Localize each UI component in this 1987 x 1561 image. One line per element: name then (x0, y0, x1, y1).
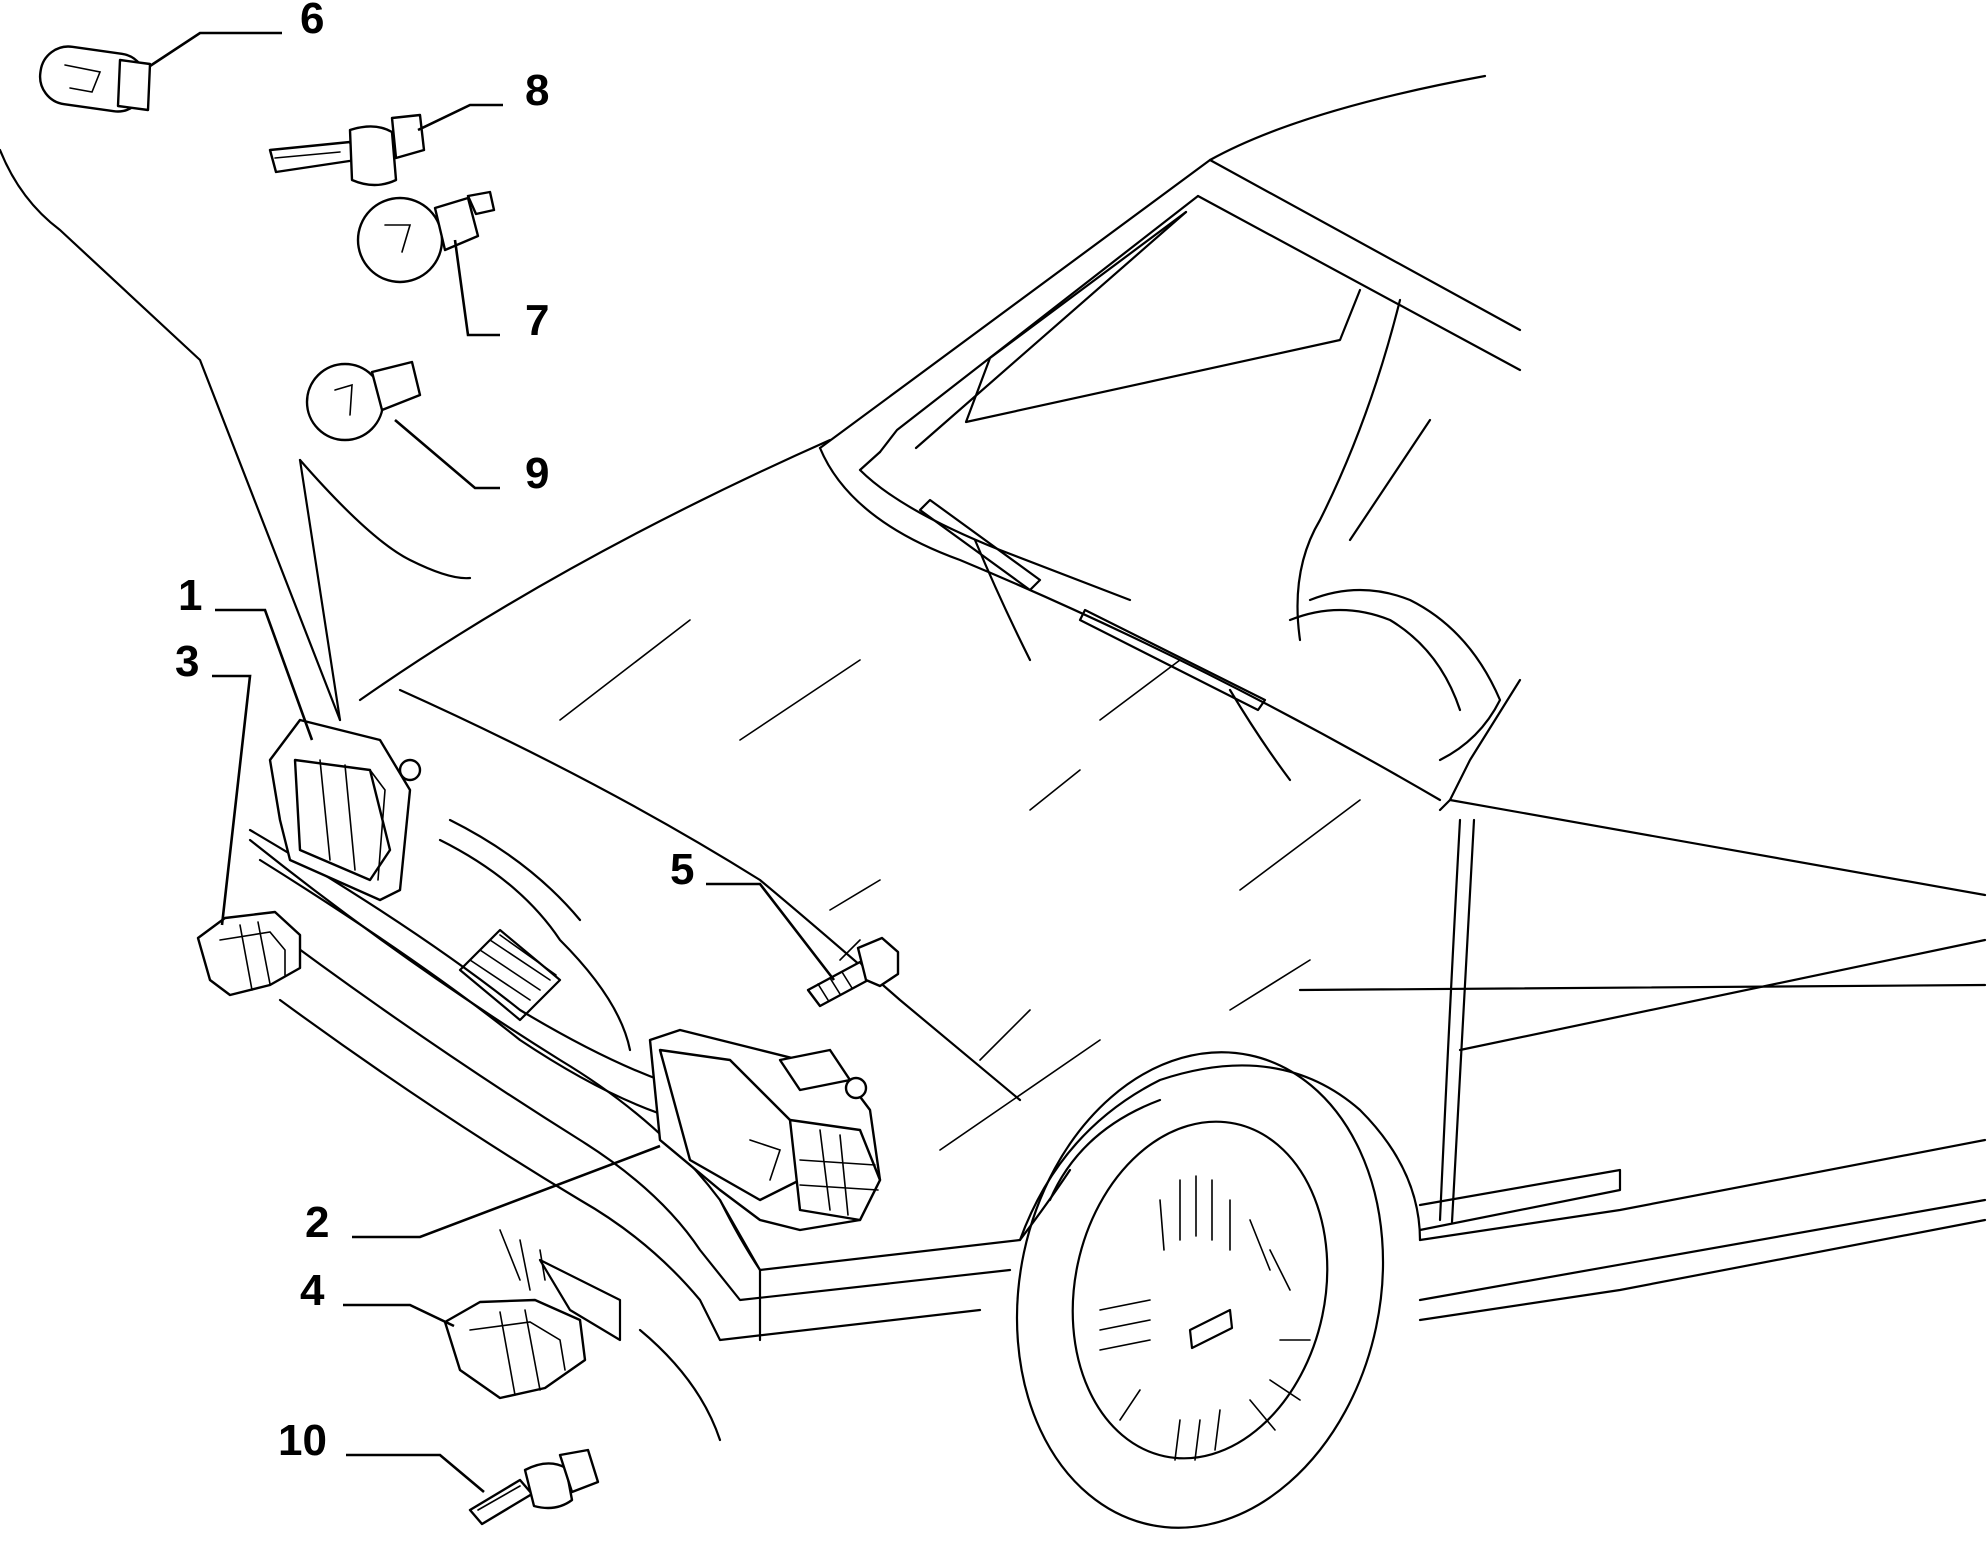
bumper-slots (499, 1229, 546, 1291)
leader-5 (706, 882, 836, 981)
a-pillar (1296, 298, 1402, 642)
hood-highlight-9 (829, 879, 881, 911)
part-adjuster-screw[interactable] (806, 936, 900, 1008)
hood-highlight-2 (739, 659, 861, 741)
leader-10 (346, 1453, 485, 1493)
part-festoon-bulb[interactable] (36, 43, 152, 115)
harness-wire-1 (0, 148, 342, 722)
leader-lines (149, 31, 836, 1493)
cowl-inner (858, 450, 1132, 602)
hood-highlight-7 (939, 1039, 1101, 1151)
sill-front (1418, 1168, 1622, 1232)
callout-9: 9 (525, 449, 549, 498)
hood-highlight-3 (1029, 769, 1081, 811)
leader-9 (394, 419, 500, 490)
body-crease (1458, 938, 1987, 1052)
part-right-headlamp[interactable] (648, 1028, 882, 1232)
leader-8 (417, 103, 503, 132)
callout-labels: 1 2 3 4 5 6 7 8 9 10 (175, 0, 694, 1465)
part-halogen-bulb-h1[interactable] (468, 1448, 600, 1526)
grille-top (248, 828, 692, 1092)
callout-3: 3 (175, 637, 199, 686)
leader-3 (212, 674, 252, 926)
wheel-cover (1071, 1120, 1329, 1460)
hub-emblem (1188, 1308, 1234, 1350)
sill-bottom (1418, 1198, 1987, 1302)
callout-10: 10 (278, 1416, 327, 1465)
body-side-line (1298, 983, 1987, 992)
roof-edge (1208, 158, 1522, 332)
mirror-inner (1288, 608, 1462, 712)
grille-upper-lip (438, 838, 632, 1052)
callout-7: 7 (525, 296, 549, 345)
bumper-lower (278, 998, 982, 1342)
door-gap (1438, 818, 1462, 1222)
callout-5: 5 (670, 845, 694, 894)
hood-front-edge (358, 438, 832, 702)
callout-4: 4 (300, 1266, 325, 1315)
front-wheel (1015, 1051, 1385, 1529)
wiper-arm-right (1228, 688, 1292, 782)
harness-wire-2 (298, 458, 342, 722)
wiper-right (1078, 608, 1267, 712)
leader-1 (215, 608, 314, 741)
door-gap-2 (1450, 818, 1476, 1224)
callout-1: 1 (178, 571, 202, 620)
cowl-line (818, 446, 1442, 802)
wiper-left (918, 498, 1042, 592)
wiper-arm-left (973, 538, 1032, 662)
windshield-top-inner (1196, 194, 1522, 372)
grille-upper-lip-2 (448, 818, 582, 922)
hood-highlight-10 (839, 939, 861, 961)
bumper-vent (538, 1258, 622, 1342)
wheel-arch-inner (1048, 1098, 1162, 1202)
windshield-pillar-left-inner (914, 210, 1188, 450)
bumper-corner (718, 1198, 762, 1342)
windshield-pillar-left (878, 194, 1200, 454)
a-pillar-inner (1348, 418, 1432, 542)
part-halogen-bulb-h4[interactable] (268, 113, 426, 187)
leader-6 (149, 31, 282, 68)
leader-2 (352, 1144, 661, 1239)
grille-insert (458, 928, 562, 1022)
part-double-filament-bulb[interactable] (356, 190, 496, 284)
hood-highlight-5 (1239, 799, 1361, 891)
beltline (1448, 798, 1987, 897)
part-single-filament-bulb[interactable] (305, 360, 422, 442)
wheel-arch (1018, 1064, 1422, 1242)
callout-8: 8 (525, 66, 549, 115)
harness-wire-3 (298, 458, 472, 580)
callout-6: 6 (300, 0, 324, 43)
bumper-middle (258, 918, 1012, 1302)
hood-highlight-6 (979, 1009, 1031, 1061)
window-reflection (964, 210, 1362, 424)
part-left-fog-lamp[interactable] (196, 910, 302, 997)
sill-lower (1418, 1138, 1987, 1242)
grille-top-2 (258, 858, 682, 1122)
part-right-fog-lamp[interactable] (443, 1298, 587, 1400)
mirror-outline (1308, 588, 1502, 762)
leader-7 (453, 239, 500, 337)
grille-slats (469, 934, 557, 1001)
hood-highlight-1 (559, 619, 691, 721)
hood-highlight-4 (1099, 659, 1181, 721)
leader-4 (343, 1303, 455, 1328)
hood-side-edge (398, 688, 1022, 1102)
roof-line (818, 74, 1487, 450)
door-front-edge (1438, 678, 1522, 812)
bumper-chin (638, 1328, 722, 1442)
sill-bottom-2 (1418, 1218, 1987, 1322)
callout-2: 2 (305, 1198, 329, 1247)
part-left-headlamp[interactable] (268, 718, 422, 902)
hood-highlight-8 (1229, 959, 1311, 1011)
wheel-spokes (1099, 1175, 1311, 1461)
